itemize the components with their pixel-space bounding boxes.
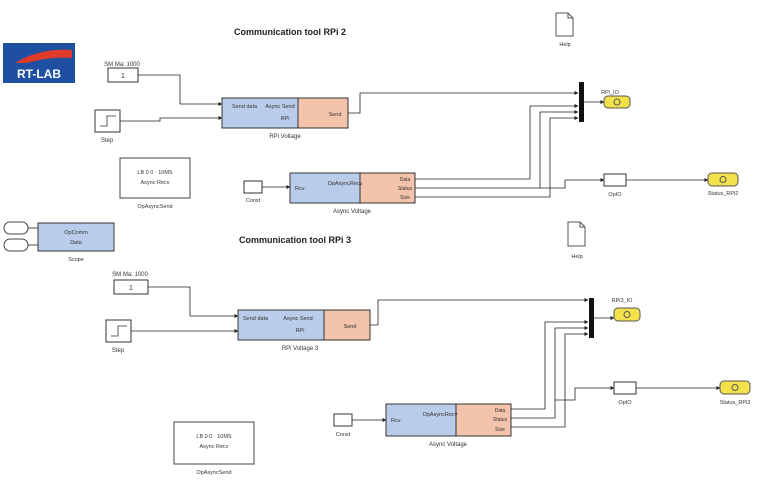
bottom-info-line1: LB 0 0 · 10MS [196,434,231,440]
left-sc-center: OpComm [64,230,88,236]
top-blk2-center: OpAsyncRecv [328,181,363,187]
bottom-info-box [173,421,255,465]
title-bottom: Communication tool RPi 3 [239,235,351,245]
bottom-info-line2: Async Recv [199,444,228,450]
top-step-label: Step [101,138,114,144]
title-top: Communication tool RPi 2 [234,27,346,37]
top-blk1-name: RPi Voltage [269,134,301,140]
top-step-block[interactable] [94,109,121,133]
bottom-step-block[interactable] [105,319,132,343]
bottom-from-label: Const [336,432,351,438]
top-blk2-right3: Size [400,195,410,201]
top-blk2-right1: Data [400,177,411,183]
top-info-line2: Async Recv [140,180,169,186]
top-blk2-name: Async Voltage [333,209,372,215]
top-blk2-left: Rcv [295,186,305,192]
bottom-async-voltage-block[interactable]: Rcv OpAsyncRecv Data Status Size [385,403,512,437]
top-from-block[interactable] [243,180,263,194]
top-blk1-center2: RPi [281,116,290,122]
left-sc-label: Scope [68,257,84,263]
top-const-value: 1 [121,73,125,80]
top-goto-block[interactable] [603,173,627,187]
top-goto-label: OpIO [608,192,622,198]
bottom-const-label: SM Ma: 1000 [112,272,148,278]
top-from-label: Const [246,198,261,204]
top-info-box [119,157,191,199]
bottom-status-display[interactable] [719,380,751,395]
top-scope-display[interactable] [603,95,631,109]
rt-lab-logo: RT-LAB [3,43,75,83]
bottom-from-block[interactable] [333,413,353,427]
bottom-rpi-voltage-block[interactable]: Send data Async Send RPi Send [237,309,371,341]
bottom-blk1-center: Async Send [283,316,312,322]
top-display-label: Status_RPi2 [708,191,739,197]
bottom-step-label: Step [112,348,125,354]
left-subsystem[interactable]: OpComm Data [3,221,115,252]
top-blk2-right2: Status [398,186,413,192]
bottom-display-label: Status_RPi3 [720,400,751,406]
bottom-mux[interactable] [589,298,594,338]
bottom-blk1-center2: RPi [296,328,305,334]
bottom-goto-block[interactable] [613,381,637,395]
top-document-icon[interactable] [555,12,574,37]
top-status-display[interactable] [707,172,739,187]
bottom-scope-display[interactable] [613,307,641,322]
bottom-blk1-name: RPi Voltage 3 [282,346,319,352]
top-const-label: SM Ma: 1000 [104,62,140,68]
top-doc-label: Help [559,42,570,48]
bottom-goto-label: OpIO [618,400,632,406]
bottom-blk2-left: Rcv [391,418,401,424]
bottom-blk2-name: Async Voltage [429,442,468,448]
left-sc-center2: Data [70,240,83,246]
logo-text: RT-LAB [17,67,61,81]
bottom-scope-label: RPi3_IO [612,298,634,304]
bottom-blk1-left: Send data [243,316,269,322]
bottom-blk1-right: Send [344,324,357,330]
bottom-blk2-right3: Size [495,427,505,433]
top-blk1-left: Send data [232,104,258,110]
top-mux[interactable] [579,82,584,122]
top-info-caption: OpAsyncSend [137,204,172,210]
bottom-blk2-right1: Data [495,408,506,414]
top-blk1-right: Send [329,112,342,118]
bottom-info-caption: OpAsyncSend [196,470,231,476]
bottom-const-value: 1 [129,285,133,292]
top-blk1-center: Async Send [265,104,294,110]
bottom-doc-label: Help [571,254,582,260]
bottom-document-icon[interactable] [567,221,586,247]
bottom-blk2-right2: Status [493,417,508,423]
bottom-blk2-center: OpAsyncRecv [423,412,458,418]
top-rpi-voltage-block[interactable]: Send data Async Send RPi Send [221,97,349,129]
top-async-voltage-block[interactable]: Rcv OpAsyncRecv Data Status Size [289,172,416,204]
top-scope-label: RPi_IO [601,90,619,96]
top-info-line1: LB 0 0 · 10MS [137,170,172,176]
